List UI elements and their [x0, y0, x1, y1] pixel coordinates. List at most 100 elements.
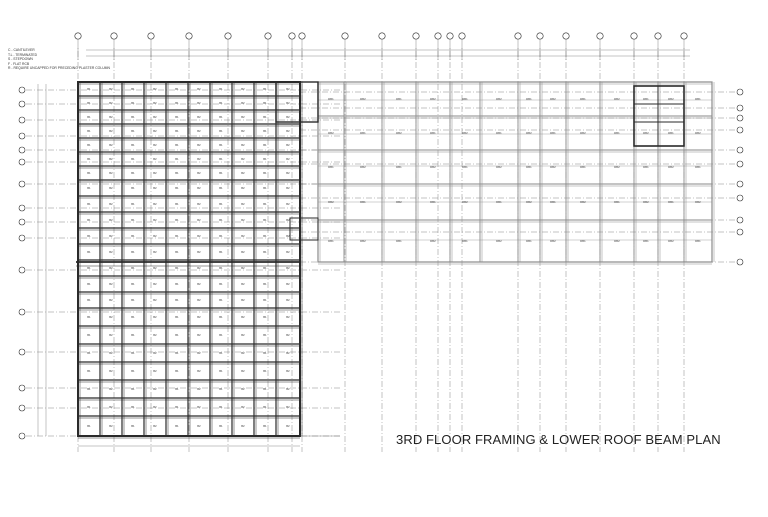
beam-tag: B2 [153, 369, 157, 373]
beam-tag: B2 [153, 351, 157, 355]
beam-tag-right: RB1 [614, 200, 620, 204]
grid-bubble-left [18, 116, 26, 124]
beam-tag-right: RB1 [328, 97, 334, 101]
grid-bubble-left [18, 384, 26, 392]
beam-tag: B2 [286, 186, 290, 190]
beam-tag-right: RB2 [430, 97, 436, 101]
beam-tag: B2 [153, 143, 157, 147]
beam-tag: B1 [263, 171, 267, 175]
beam-tag: B1 [219, 298, 223, 302]
beam-tag: B2 [153, 115, 157, 119]
beam-tag-right: RB1 [496, 200, 502, 204]
beam-tag-right: RB1 [643, 239, 649, 243]
beam-tag: B2 [153, 87, 157, 91]
beam-tag: B1 [219, 315, 223, 319]
beam-tag: B1 [87, 369, 91, 373]
beam-tag: B2 [197, 186, 201, 190]
beam-tag: B2 [286, 129, 290, 133]
beam-tag-right: RB2 [496, 97, 502, 101]
beam-tag-right: RB1 [580, 165, 586, 169]
right-building-outline [317, 81, 713, 263]
beam-tag: B2 [197, 143, 201, 147]
beam-tag: B1 [263, 218, 267, 222]
beam-tag-right: RB1 [328, 239, 334, 243]
beam-tag: B1 [175, 250, 179, 254]
beam-tag: B2 [153, 171, 157, 175]
beam-tag-right: RB1 [360, 200, 366, 204]
beam-tag: B2 [109, 266, 113, 270]
beam-tag: B2 [109, 351, 113, 355]
beam-tag: B1 [87, 333, 91, 337]
grid-bubble-top [514, 32, 522, 40]
beam-tag: B2 [153, 315, 157, 319]
grid-bubble-top [562, 32, 570, 40]
beam-tag: B2 [197, 333, 201, 337]
beam-tag: B2 [286, 171, 290, 175]
beam-tag: B2 [241, 298, 245, 302]
beam-tag-right: RB1 [462, 97, 468, 101]
legend-item-stepdown: S - STEPDOWN [8, 57, 33, 62]
beam-tag: B1 [131, 333, 135, 337]
beam-tag: B1 [219, 369, 223, 373]
beam-tag: B1 [263, 202, 267, 206]
beam-tag: B2 [241, 369, 245, 373]
legend-item-cantilever: C - CANTILEVER [8, 48, 35, 52]
beam-tag: B2 [197, 115, 201, 119]
beam-tag: B2 [286, 101, 290, 105]
beam-tag: B2 [109, 250, 113, 254]
beam-tag: B1 [263, 250, 267, 254]
beam-tag: B2 [241, 266, 245, 270]
beam-tag: B2 [241, 202, 245, 206]
beam-tag-right: RB2 [614, 165, 620, 169]
beam-tag: B2 [286, 202, 290, 206]
grid-bubble-left [18, 308, 26, 316]
beam-tag: B2 [109, 129, 113, 133]
beam-tag: B2 [241, 101, 245, 105]
beam-tag: B2 [153, 129, 157, 133]
beam-tag-right: RB1 [462, 165, 468, 169]
grid-bubble-top [446, 32, 454, 40]
grid-bubble-right [736, 228, 744, 236]
grid-bubble-right [736, 194, 744, 202]
beam-tag-right: RB2 [614, 97, 620, 101]
beam-tag: B1 [219, 424, 223, 428]
grid-bubble-left [18, 204, 26, 212]
legend-item-terminated: T.L - TERMINATED [8, 52, 38, 57]
grid-bubble-right [736, 180, 744, 188]
beam-tag-right: RB2 [430, 165, 436, 169]
beam-tag: B1 [131, 298, 135, 302]
beam-tag: B2 [109, 369, 113, 373]
beam-tag-right: RB1 [550, 131, 556, 135]
grid-bubble-top [74, 32, 82, 40]
beam-tag-right: RB2 [328, 200, 334, 204]
beam-tag: B2 [241, 387, 245, 391]
beam-tag: B2 [197, 218, 201, 222]
beam-tag-right: RB1 [526, 97, 532, 101]
beam-tag: B1 [131, 424, 135, 428]
beam-tag: B2 [286, 298, 290, 302]
beam-tag: B1 [87, 387, 91, 391]
beam-tag: B1 [219, 157, 223, 161]
beam-tag-right: RB1 [396, 239, 402, 243]
beam-tag: B1 [87, 157, 91, 161]
beam-tag-right: RB2 [526, 131, 532, 135]
connector-block [275, 81, 319, 123]
grid-bubble-right [736, 104, 744, 112]
beam-tag: B2 [241, 87, 245, 91]
beam-tag: B1 [131, 143, 135, 147]
beam-tag-right: RB2 [430, 239, 436, 243]
beam-tag: B1 [175, 282, 179, 286]
beam-tag: B2 [241, 186, 245, 190]
beam-tag: B1 [175, 101, 179, 105]
beam-tag-right: RB1 [643, 165, 649, 169]
grid-bubble-left [18, 158, 26, 166]
beam-tag: B1 [219, 405, 223, 409]
beam-tag: B1 [87, 186, 91, 190]
grid-bubble-left [18, 234, 26, 242]
beam-tag: B1 [175, 202, 179, 206]
grid-bubble-top [536, 32, 544, 40]
beam-tag-right: RB2 [580, 200, 586, 204]
beam-tag-right: RB1 [328, 165, 334, 169]
beam-tag: B2 [153, 234, 157, 238]
beam-tag: B1 [219, 351, 223, 355]
